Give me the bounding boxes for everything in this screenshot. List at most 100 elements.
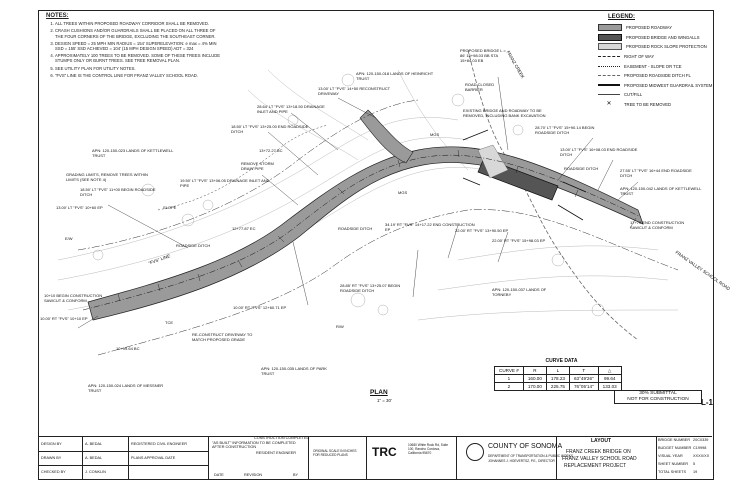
trc-address: 10680 White Rock Rd, Suite 100, Rancho C…	[408, 443, 449, 455]
callout-begin-ditch2: 28.85' RT "FVS" 13+25.07 BEGIN ROADSIDE …	[340, 283, 401, 293]
table-header: △	[597, 366, 622, 375]
callout-end-ditch1: 18.50' LT "FVS" 13+25.00 END ROADSIDE DI…	[231, 124, 309, 134]
table-cell: 170.00	[522, 382, 547, 391]
tb-date: DATE	[214, 473, 224, 477]
note-item: APPROXIMATELY 100 TREES TO BE REMOVED. S…	[55, 53, 222, 63]
legend-label: PROPOSED BRIDGE AND WINGALLS	[626, 34, 700, 40]
title-block: DESIGN BY A. BEDAL DRAWN BY A. BEDAL CHE…	[38, 436, 712, 479]
callout-ep1: 13.00' LT "FVS" 10+60 EP	[56, 205, 103, 210]
guardrails	[462, 129, 587, 221]
tb-bridge-number-label: BRIDGE NUMBER	[658, 438, 691, 442]
callout-ep4: 34.19' RT "FVS" 14+17.22 END CONSTRUCTIO…	[385, 222, 475, 232]
notes-panel: NOTES: ALL TREES WITHIN PROPOSED ROADWAY…	[46, 13, 222, 80]
legend-item: PROPOSED ROADWAY	[598, 23, 710, 33]
label-rw: R/W	[336, 324, 344, 329]
tb-sheet-number: 5	[693, 462, 696, 466]
tb-visual-year-label: VISUAL YEAR	[658, 454, 683, 458]
notes-heading: NOTES:	[46, 13, 69, 19]
right-of-way-south	[97, 209, 679, 356]
rw-line-symbol	[598, 56, 620, 58]
tb-checked-label: CHECKED BY	[41, 470, 66, 474]
tb-engineer-col	[128, 437, 209, 479]
callout-end-ditch3: 13.00' LT "FVS" 16+08.03 END ROADSIDE DI…	[560, 147, 638, 157]
rock-slope-protection	[477, 144, 509, 179]
trc-logo: TRC	[372, 445, 397, 459]
curve-data-table: CURVE # R L T △ 1 160.00 178.23 63°49'26…	[494, 366, 622, 391]
legend-label: PROPOSED MIDWEST GUARDRAIL SYSTEM	[624, 82, 713, 88]
county-director: JOHANNES J. HOEVERTSZ, P.E., DIRECTOR	[488, 459, 555, 463]
legend-item: PROPOSED ROCK SLOPE PROTECTION	[598, 42, 710, 52]
legend-label: EASEMENT - SLOPE OR TCE	[624, 63, 682, 69]
table-header: R	[522, 366, 547, 375]
legend-item: PROPOSED MIDWEST GUARDRAIL SYSTEM	[598, 81, 713, 91]
tb-county-col	[456, 437, 557, 479]
tb-revision-col	[308, 437, 367, 479]
plan-scale: 1" = 30'	[377, 398, 392, 403]
station-ticks	[117, 149, 579, 302]
legend-item: ✕ TREE TO BE REMOVED	[598, 100, 710, 110]
rsp-swatch	[598, 43, 622, 51]
legend-item: EASEMENT - SLOPE OR TCE	[598, 61, 710, 71]
callout-ep3: 10.00' RT "FVS" 12+60.71 EP	[233, 305, 287, 310]
tb-asbuilt: "AS BUILT" INFORMATION TO BE COMPLETED A…	[212, 441, 296, 449]
callout-drain-inlet2: 19.50' LT "FVS" 13+06.05 DRAINAGE INLET …	[180, 178, 270, 188]
legend-item: PROPOSED BRIDGE AND WINGALLS	[598, 33, 710, 43]
callout-storm: REMOVE STORM DRAIN PIPE	[241, 161, 274, 171]
guardrail-symbol	[598, 84, 620, 87]
tb-plans-date: PLANS APPROVAL DATE	[131, 456, 176, 460]
submittal-line2: NOT FOR CONSTRUCTION	[627, 397, 689, 402]
table-header: CURVE #	[494, 366, 524, 375]
label-slope: SLOPE	[163, 205, 177, 210]
note-item: CRASH CUSHIONS AND/OR GUARDRAILS SHALL B…	[55, 28, 222, 38]
tce-line-symbol	[598, 65, 620, 67]
label-tce: TCE	[165, 320, 173, 325]
legend-item: CUT/FILL	[598, 90, 710, 100]
callout-end-ditch4: 27.55' LT "FVS" 16+44 END ROADSIDE DITCH	[620, 168, 692, 178]
callout-apn-024: APN: 120-150-024 LANDS OF MESSNER TRUST	[88, 383, 164, 393]
tree-x-icon: ✕	[606, 101, 612, 108]
callout-bc1: 13+72.27 BC	[259, 148, 283, 153]
label-mgs-2: MGS	[430, 132, 440, 137]
callout-end-const: 17+70 END CONSTRUCTION SAWCUT & CONFORM	[630, 220, 685, 230]
tb-original-scale: ORIGINAL SCALE IN INCHES FOR REDUCED PLA…	[313, 449, 357, 457]
tb-total-sheets-label: TOTAL SHEETS	[658, 470, 686, 474]
callout-end-ditch2: 28.70' LT "FVS" 15+90.14 BEGIN ROADSIDE …	[535, 125, 595, 135]
table-cell: 2	[494, 382, 524, 391]
table-cell: 1	[494, 374, 524, 383]
table-cell: 133.03	[597, 382, 622, 391]
callout-drain-inlet1: 28.64' LT "FVS" 13+18.50 DRAINAGE INLET …	[257, 104, 325, 114]
label-roadside-ditch-2: ROADSIDE DITCH	[338, 226, 373, 231]
callout-road-closed: ROAD CLOSED BARRIER	[465, 82, 495, 92]
callout-ep6: 22.00' RT "FVS" 15+98.03 EP	[492, 238, 546, 243]
submittal-line1: 30% SUBMITTAL	[639, 391, 677, 396]
legend-label: RIGHT OF WAY	[624, 54, 655, 60]
county-name: COUNTY OF SONOMA	[488, 443, 563, 450]
plan-title: PLAN	[370, 389, 388, 396]
fvs-centerline	[82, 154, 642, 311]
tb-trc-col	[366, 437, 457, 479]
callout-reconstruct: 13.00' LT "FVS" 14+50 RECONSTRUCT DRIVEW…	[318, 86, 390, 96]
tb-bridge-number: 20C0339	[693, 438, 709, 442]
label-mgs: MGS	[398, 190, 408, 195]
label-ew: E/W	[65, 236, 73, 241]
tb-labels-col	[38, 437, 83, 479]
tb-project-line1: FRANZ CREEK BRIDGE ON	[566, 449, 631, 455]
callout-proposed-bridge: PROPOSED BRIDGE L = 86' 15+98.03 BB STA …	[460, 48, 506, 63]
legend-label: TREE TO BE REMOVED	[624, 102, 672, 108]
tb-budget-number: C19998	[693, 446, 707, 450]
legend-panel: LEGEND: PROPOSED ROADWAY PROPOSED BRIDGE…	[598, 14, 713, 110]
table-header: T	[568, 366, 599, 375]
grading-limits	[157, 124, 329, 211]
callout-apn-042: APN: 120-150-042 LANDS OF KETTLEWELL TRU…	[620, 186, 702, 196]
table-cell: 99.64	[597, 374, 622, 383]
table-row: 2 170.00 225.75 76°05'14" 133.03	[494, 382, 622, 391]
legend-label: PROPOSED ROADSIDE DITCH FL	[624, 73, 691, 79]
tb-budget-number-label: BUDGET NUMBER	[658, 446, 692, 450]
county-dept: DEPARTMENT OF TRANSPORTATION & PUBLIC WO…	[488, 454, 573, 458]
legend-label: CUT/FILL	[624, 92, 643, 98]
drawing-sheet	[38, 10, 714, 480]
notes-list: ALL TREES WITHIN PROPOSED ROADWAY CORRID…	[46, 21, 222, 78]
plan-drawing	[57, 49, 679, 356]
tb-const-complete: CONSTRUCTION COMPLETED	[254, 436, 310, 440]
tb-designed-label: DESIGN BY	[41, 442, 62, 446]
